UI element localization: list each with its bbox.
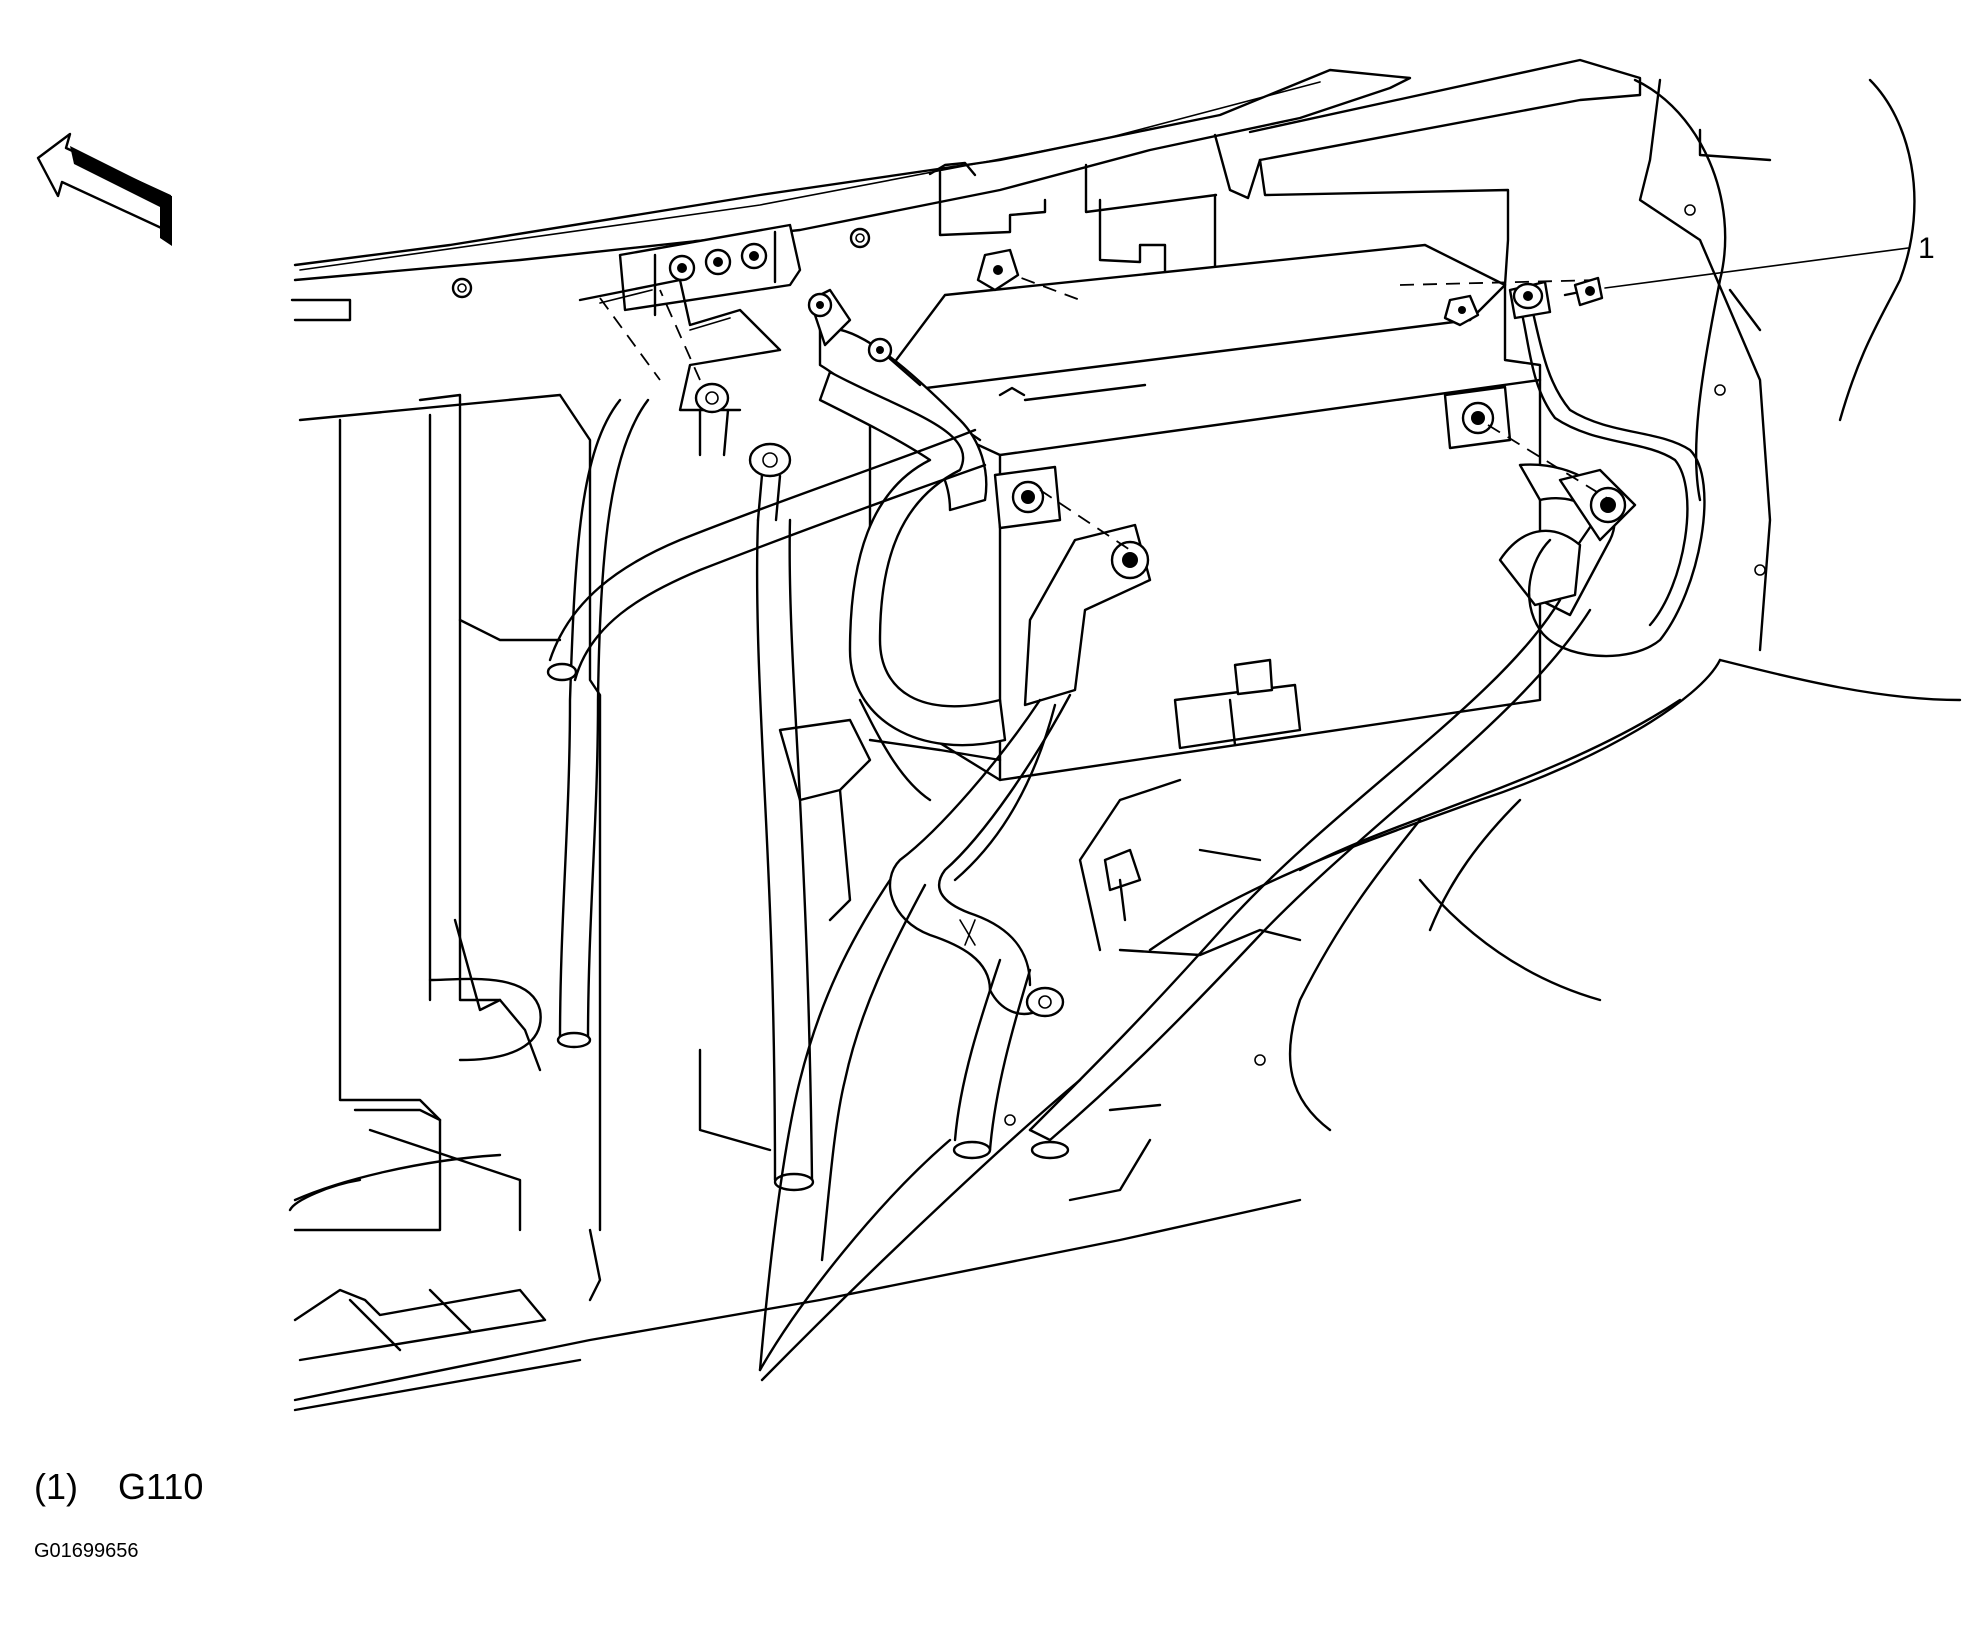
forward-direction-arrow-icon: [36, 132, 172, 246]
engine-bay-lower: [778, 698, 1262, 1202]
callout-number: 1: [1918, 232, 1935, 265]
junction-block: [578, 223, 802, 412]
radiator-support: [288, 393, 1302, 1412]
legend-number: (1): [34, 1466, 78, 1507]
figure-id: G01699656: [34, 1540, 139, 1562]
legend: (1) G110: [34, 1466, 203, 1508]
inner-fender: [1004, 78, 1962, 1132]
cowl-stud: [976, 248, 1480, 327]
negative-cable: [1028, 280, 1706, 1142]
ground-bolt-icon: [1563, 276, 1604, 307]
alignment-leaders: [599, 269, 1611, 551]
legend-label: G110: [118, 1466, 204, 1507]
callout-leader: [1604, 247, 1909, 289]
battery: [868, 243, 1542, 782]
positive-cables: [546, 288, 1152, 1382]
